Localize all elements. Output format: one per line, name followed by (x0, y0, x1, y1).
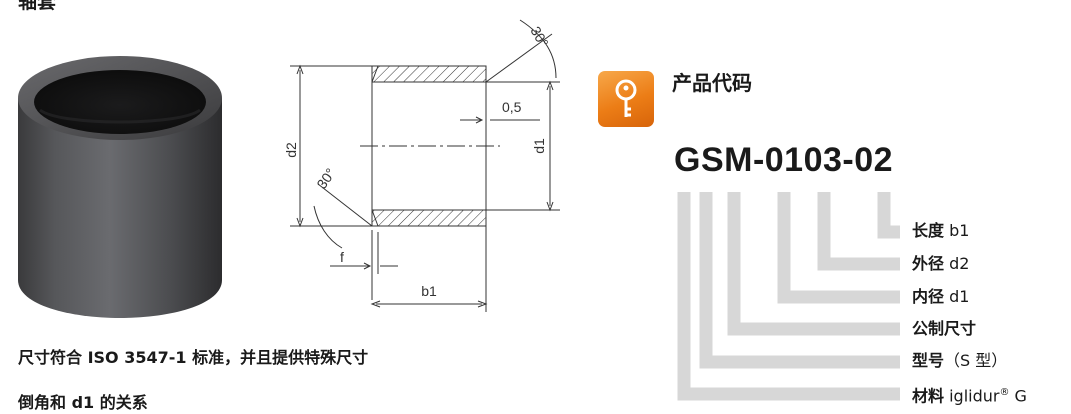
bushing-photo (18, 56, 222, 318)
label-chamfer-bottom: 30° (313, 165, 338, 192)
key-icon (598, 71, 654, 127)
legend-material: 材料 iglidur® G (912, 386, 1027, 406)
label-b1: b1 (421, 283, 437, 299)
product-code-title: 产品代码 (672, 71, 752, 95)
page-heading: 轴套 (18, 0, 57, 13)
legend-type: 型号（S 型） (912, 351, 1008, 370)
label-d1: d1 (531, 138, 547, 154)
legend-inner-diameter: 内径 d1 (912, 287, 970, 306)
label-gap: 0,5 (502, 99, 522, 115)
legend-length: 长度 b1 (912, 221, 970, 240)
legend-metric: 公制尺寸 (912, 319, 977, 338)
label-d2: d2 (283, 142, 299, 158)
technical-drawing: d2 d1 b1 f 0,5 30° 30° (283, 19, 560, 312)
chamfer-note: 倒角和 d1 的关系 (18, 393, 148, 412)
standard-note: 尺寸符合 ISO 3547-1 标准，并且提供特殊尺寸 (18, 348, 369, 367)
code-connectors (677, 192, 900, 401)
legend-outer-diameter: 外径 d2 (912, 254, 970, 273)
label-f: f (340, 249, 344, 265)
product-code-number: GSM-0103-02 (674, 141, 894, 179)
